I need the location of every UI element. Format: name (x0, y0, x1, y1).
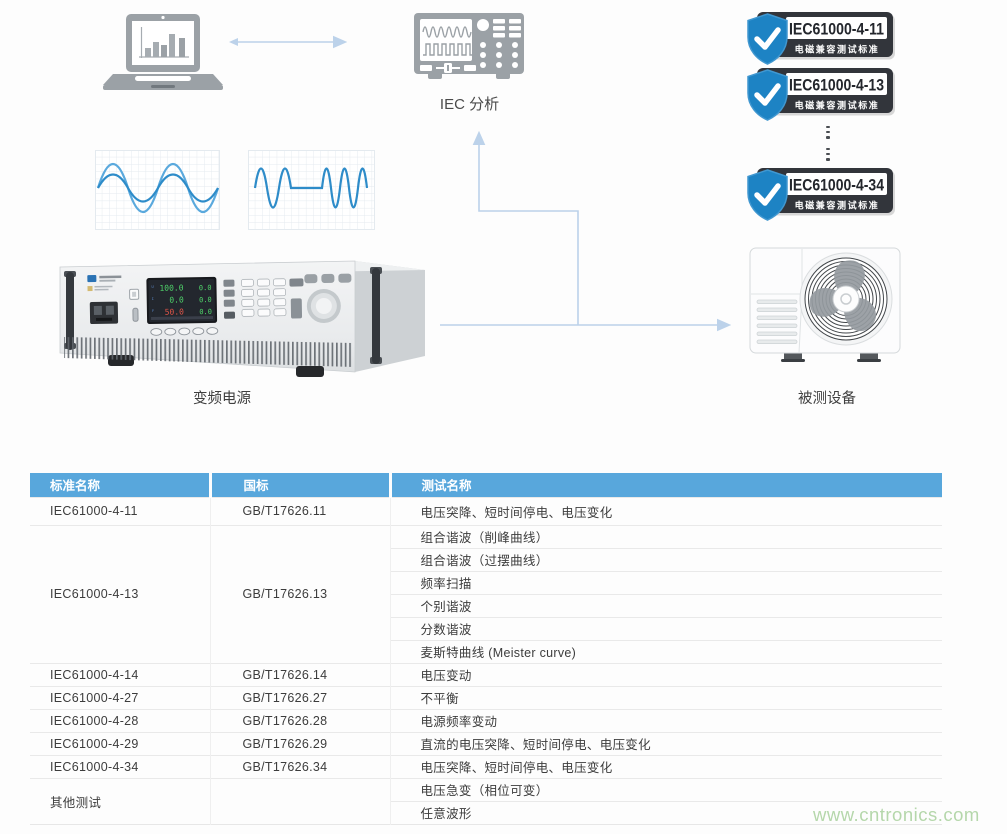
badge-title: IEC61000-4-11 (789, 21, 884, 39)
col-header-gb: 国标 (208, 473, 390, 497)
badge-iec61000-4-34: IEC61000-4-34 电磁兼容测试标准 (747, 168, 895, 221)
col-header-test: 测试名称 (388, 473, 942, 497)
cell-test: 电压急变（相位可变） (390, 777, 942, 801)
col-header-standard: 标准名称 (30, 473, 210, 497)
svg-text:0.0: 0.0 (199, 308, 212, 316)
table-row: 麦斯特曲线 (Meister curve) (30, 639, 942, 663)
watermark: www.cntronics.com (813, 804, 980, 825)
source-device-label: 变频电源 (193, 391, 251, 407)
table-row: 分数谐波 (30, 616, 942, 640)
cell-test: 个别谐波 (390, 593, 942, 617)
cell-gb: GB/T17626.14 (210, 662, 391, 686)
cell-gb: GB/T17626.27 (210, 685, 391, 709)
cell-gb: GB/T17626.28 (210, 708, 391, 732)
power-supply-device: U I F 100.0 0.0 0.0 0.0 50.0 0.0 (59, 260, 425, 377)
fan (799, 252, 893, 346)
cell-standard: IEC61000-4-28 (30, 708, 211, 732)
iec-analysis-label: IEC 分析 (439, 96, 500, 113)
oscilloscope-icon (414, 13, 524, 79)
cell-standard: IEC61000-4-29 (30, 731, 211, 755)
cell-standard: IEC61000-4-14 (30, 662, 211, 686)
shield-check-icon (747, 169, 788, 221)
rotary-knob (306, 289, 341, 324)
cell-standard: IEC61000-4-11 (30, 496, 211, 525)
svg-text:U: U (151, 285, 153, 289)
cell-test: 频率扫描 (390, 570, 942, 594)
device-keypad (241, 278, 287, 317)
cell-standard: 其他测试 (30, 777, 211, 824)
cell-test: 不平衡 (390, 685, 942, 709)
cell-test: 任意波形 (390, 800, 942, 824)
cell-test: 直流的电压突降、短时间停电、电压变化 (390, 731, 942, 755)
cell-test: 电压突降、短时间停电、电压变化 (390, 496, 942, 525)
waveform-interruption-card (248, 150, 375, 230)
cell-gb: GB/T17626.34 (210, 754, 391, 778)
device-display: U I F 100.0 0.0 0.0 0.0 50.0 0.0 (146, 276, 218, 325)
ellipsis-dots (826, 124, 830, 162)
badge-subtitle: 电磁兼容测试标准 (795, 200, 880, 211)
table-row: 个别谐波 (30, 593, 942, 617)
dut-label: 被测设备 (798, 391, 856, 407)
cell-test: 电压变动 (390, 662, 942, 686)
badge-title: IEC61000-4-34 (789, 177, 885, 195)
table-row: 频率扫描 (30, 570, 942, 594)
cell-standard: IEC61000-4-34 (30, 754, 211, 778)
cell-gb (210, 777, 391, 824)
connection-lines (229, 35, 732, 332)
table-row: 任意波形 (30, 800, 942, 824)
badge-iec61000-4-11: IEC61000-4-11 电磁兼容测试标准 (747, 12, 895, 65)
vent-slats (756, 299, 798, 344)
cell-gb: GB/T17626.11 (210, 496, 391, 525)
badge-title: IEC61000-4-13 (789, 77, 884, 95)
cell-gb: GB/T17626.13 (210, 524, 391, 663)
air-conditioner-unit (749, 247, 901, 362)
shield-check-icon (747, 13, 788, 65)
ventilation-grille (64, 337, 353, 367)
cell-test: 电源频率变动 (390, 708, 942, 732)
badge-subtitle: 电磁兼容测试标准 (795, 100, 880, 111)
svg-text:0.0: 0.0 (199, 296, 212, 304)
badge-subtitle: 电磁兼容测试标准 (795, 44, 880, 55)
cell-test: 电压突降、短时间停电、电压变化 (390, 754, 942, 778)
waveform-sine-card (95, 150, 220, 230)
table-row: 其他测试 电压急变（相位可变） (30, 777, 942, 824)
svg-text:0.0: 0.0 (199, 284, 212, 292)
cell-test: 麦斯特曲线 (Meister curve) (390, 639, 942, 663)
table-row: 组合谐波（过摆曲线） (30, 547, 942, 571)
svg-text:0.0: 0.0 (169, 295, 184, 304)
cell-test: 组合谐波（过摆曲线） (390, 547, 942, 571)
svg-text:I: I (152, 297, 154, 301)
svg-text:100.0: 100.0 (159, 283, 183, 292)
table-header-row: 标准名称 国标 测试名称 (30, 473, 942, 497)
brand-logo (87, 274, 122, 292)
svg-text:50.0: 50.0 (165, 307, 185, 316)
laptop-icon (103, 14, 223, 90)
bar-chart-icon (139, 27, 189, 58)
cell-standard: IEC61000-4-27 (30, 685, 211, 709)
shield-check-icon (747, 69, 788, 121)
svg-text:F: F (152, 309, 154, 313)
badge-iec61000-4-13: IEC61000-4-13 电磁兼容测试标准 (747, 68, 895, 121)
cell-test: 分数谐波 (390, 616, 942, 640)
cell-gb: GB/T17626.29 (210, 731, 391, 755)
cell-standard: IEC61000-4-13 (30, 524, 211, 663)
cell-test: 组合谐波（削峰曲线） (390, 524, 942, 548)
